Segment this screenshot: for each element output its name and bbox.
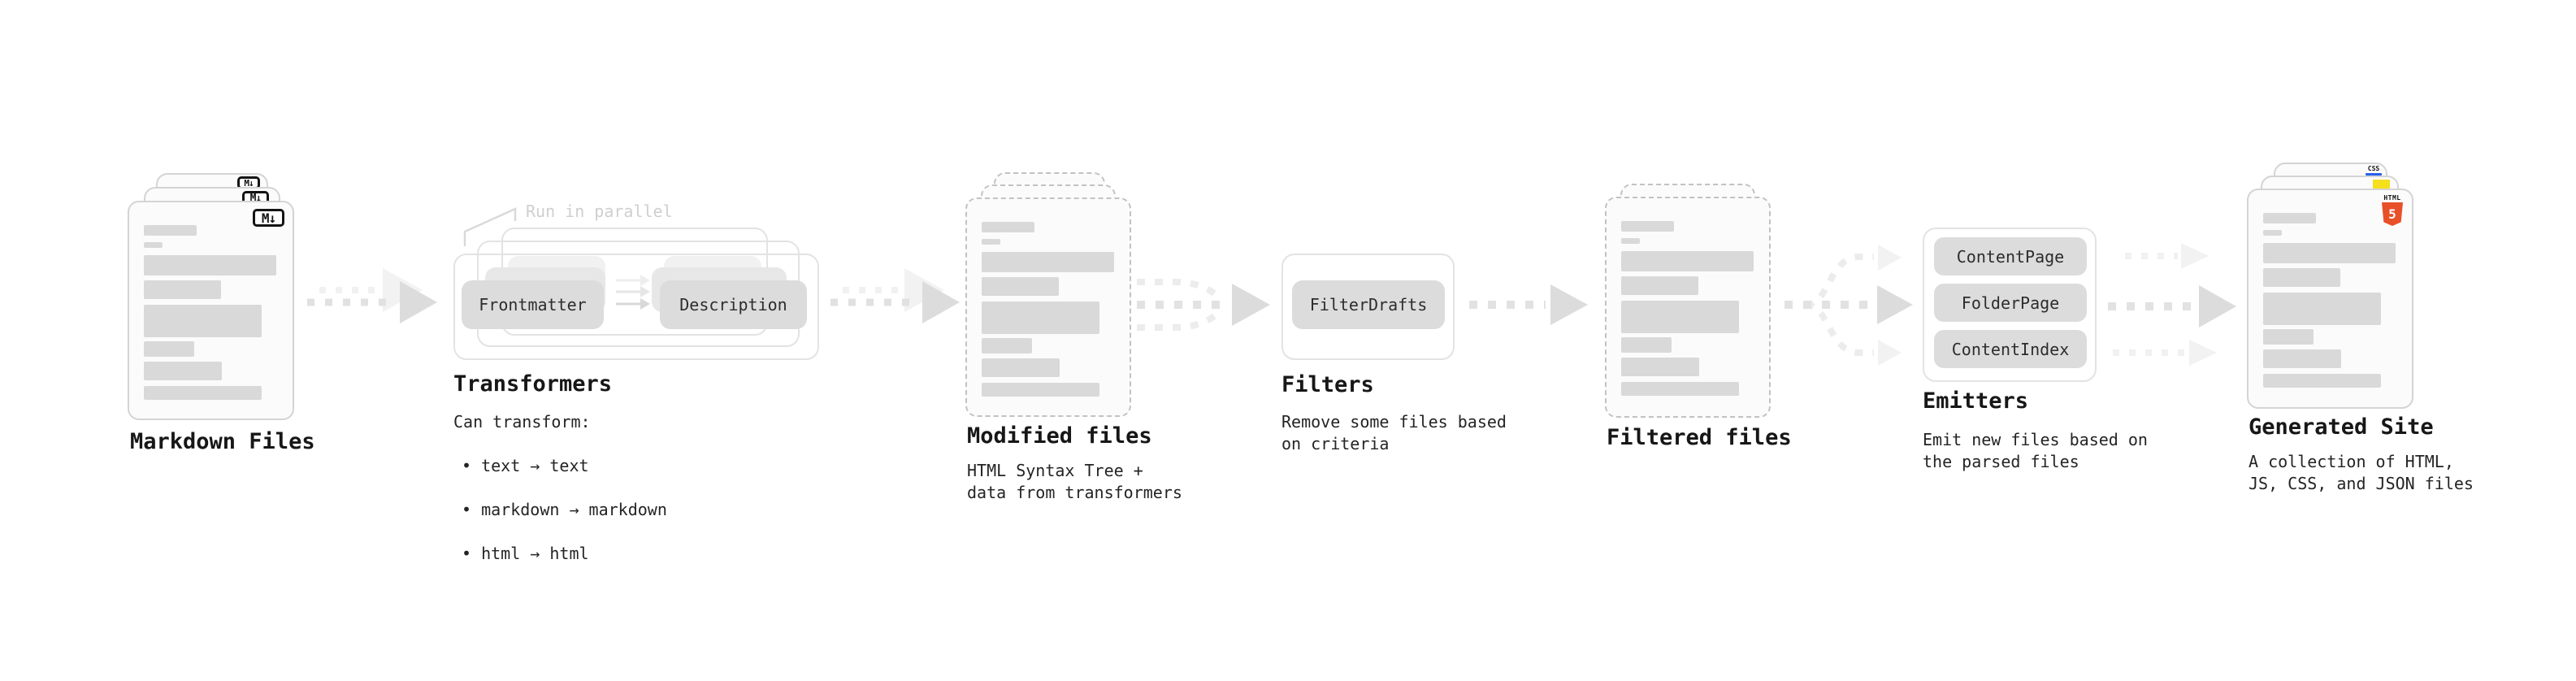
transform-flow-arrows bbox=[616, 275, 650, 310]
arrow-transformers-to-modified bbox=[830, 268, 960, 323]
arrow-filters-to-filtered bbox=[1469, 284, 1588, 325]
markdown-icon: M↓ bbox=[237, 176, 260, 189]
placeholder-text-bar bbox=[2263, 230, 2282, 236]
filters-description: Remove some files based on criteria bbox=[1281, 412, 1507, 453]
description-pill: Description bbox=[660, 280, 807, 329]
emitter-pill-folderpage: FolderPage bbox=[1934, 284, 2087, 322]
frontmatter-pill: Frontmatter bbox=[462, 280, 604, 329]
transformers-bullet-list: • text → text • markdown → markdown • ht… bbox=[462, 433, 667, 587]
stage-title-markdown-files: Markdown Files bbox=[130, 429, 315, 454]
placeholder-text-bar bbox=[982, 301, 1099, 334]
placeholder-text-bar bbox=[1621, 251, 1754, 271]
css-file-icon: CSS bbox=[2366, 166, 2382, 176]
arrow-markdown-to-transformers bbox=[307, 268, 437, 323]
bullet-item: • markdown → markdown bbox=[462, 500, 667, 519]
bullet-item: • text → text bbox=[462, 456, 589, 475]
placeholder-text-bar bbox=[144, 386, 262, 400]
placeholder-text-bar bbox=[2263, 374, 2381, 388]
markdown-file-card-front: M↓ bbox=[128, 201, 294, 420]
placeholder-text-bar bbox=[144, 255, 276, 275]
placeholder-text-bar bbox=[982, 383, 1099, 397]
parallel-note-leader-line bbox=[463, 207, 517, 246]
filterdrafts-pill: FilterDrafts bbox=[1292, 280, 1445, 329]
placeholder-text-bar bbox=[2263, 349, 2341, 368]
placeholder-text-bar bbox=[982, 252, 1114, 272]
placeholder-text-bar bbox=[2263, 329, 2314, 345]
stage-title-filtered-files: Filtered files bbox=[1607, 425, 1792, 450]
stage-title-transformers: Transformers bbox=[453, 371, 613, 397]
transformers-description-heading: Can transform: bbox=[453, 412, 591, 432]
placeholder-text-bar bbox=[144, 280, 221, 299]
filters-box bbox=[1281, 254, 1455, 360]
placeholder-text-bar bbox=[2263, 243, 2396, 263]
placeholder-text-bar bbox=[1621, 238, 1640, 244]
arrow-modified-to-filters-merge bbox=[1137, 279, 1270, 331]
arrows-emitters-to-generated bbox=[2108, 243, 2236, 366]
placeholder-text-bar bbox=[144, 341, 194, 357]
placeholder-text-bar bbox=[144, 362, 222, 380]
placeholder-text-bar bbox=[982, 222, 1034, 232]
modified-files-description: HTML Syntax Tree + data from transformer… bbox=[967, 461, 1182, 502]
arrow-filtered-to-emitters-split bbox=[1785, 245, 1913, 366]
html5-wordmark: HTML bbox=[2383, 194, 2401, 202]
placeholder-text-bar bbox=[2263, 293, 2381, 325]
placeholder-text-bar bbox=[1621, 358, 1699, 376]
generated-file-card-front: HTML 5 bbox=[2247, 189, 2413, 409]
placeholder-text-bar bbox=[1621, 276, 1698, 295]
js-file-icon bbox=[2373, 180, 2390, 189]
stage-title-modified-files: Modified files bbox=[967, 423, 1152, 449]
placeholder-text-bar bbox=[144, 225, 197, 236]
emitters-description: Emit new files based on the parsed files bbox=[1923, 430, 2148, 471]
stage-title-emitters: Emitters bbox=[1923, 388, 2029, 414]
css-badge-label: CSS bbox=[2367, 165, 2380, 172]
placeholder-text-bar bbox=[982, 239, 1000, 245]
placeholder-text-bar bbox=[144, 305, 262, 337]
html5-shield: 5 bbox=[2382, 202, 2403, 226]
placeholder-text-bar bbox=[1621, 301, 1739, 333]
placeholder-text-bar bbox=[1621, 221, 1674, 232]
html5-icon: HTML 5 bbox=[2382, 194, 2403, 226]
parallel-note: Run in parallel bbox=[526, 202, 673, 221]
stage-title-filters: Filters bbox=[1281, 372, 1374, 397]
placeholder-text-bar bbox=[1621, 382, 1739, 396]
emitter-pill-contentindex: ContentIndex bbox=[1934, 330, 2087, 368]
emitters-box bbox=[1923, 228, 2097, 382]
placeholder-text-bar bbox=[982, 277, 1059, 296]
placeholder-text-bar bbox=[982, 358, 1060, 377]
bullet-item: • html → html bbox=[462, 544, 589, 563]
placeholder-text-bar bbox=[982, 338, 1032, 354]
markdown-icon: M↓ bbox=[253, 209, 284, 227]
generated-site-description: A collection of HTML, JS, CSS, and JSON … bbox=[2249, 452, 2474, 493]
emitter-pill-contentpage: ContentPage bbox=[1934, 237, 2087, 275]
stage-title-generated-site: Generated Site bbox=[2249, 414, 2434, 440]
modified-file-card-front bbox=[965, 197, 1131, 417]
placeholder-text-bar bbox=[2263, 213, 2316, 223]
placeholder-text-bar bbox=[1621, 337, 1672, 353]
placeholder-text-bar bbox=[2263, 268, 2340, 287]
placeholder-text-bar bbox=[144, 242, 163, 248]
filtered-file-card-front bbox=[1605, 197, 1771, 418]
transformer-card-front bbox=[453, 254, 819, 360]
